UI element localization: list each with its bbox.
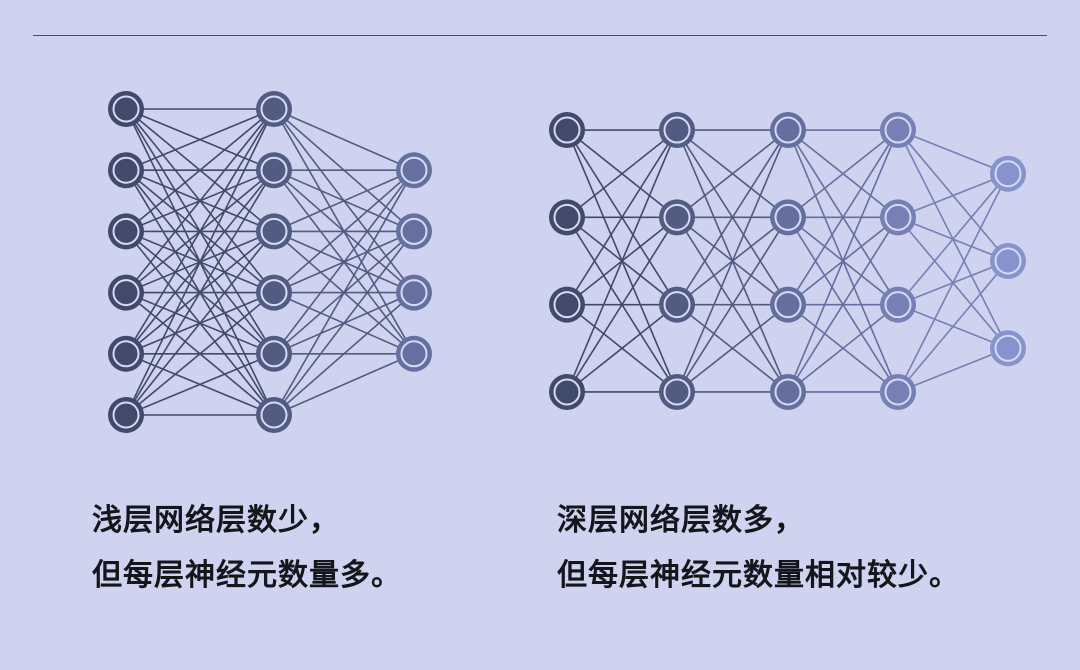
- neuron-node-ring: [400, 156, 428, 184]
- deep-network: [549, 112, 1026, 410]
- deep-caption-line2: 但每层神经元数量相对较少。: [557, 558, 960, 593]
- neuron-node-ring: [112, 156, 140, 184]
- connection-line: [566, 129, 678, 218]
- shallow-network: [108, 91, 432, 433]
- connection-line: [566, 129, 678, 306]
- connection-line: [566, 216, 678, 393]
- neuron-node-ring: [994, 334, 1022, 362]
- connection-line: [787, 216, 899, 393]
- neuron-node-ring: [400, 279, 428, 307]
- connection-line: [273, 291, 415, 416]
- connection-line: [273, 108, 415, 171]
- connection-line: [897, 173, 1009, 306]
- neuron-node-ring: [112, 95, 140, 123]
- neuron-node-ring: [260, 279, 288, 307]
- connection-line: [273, 169, 415, 233]
- neuron-node-ring: [884, 203, 912, 231]
- neuron-node-ring: [112, 217, 140, 245]
- neuron-node-ring: [112, 279, 140, 307]
- neuron-node-ring: [260, 156, 288, 184]
- neuron-node-ring: [884, 378, 912, 406]
- deep-caption-line1: 深层网络层数多，: [557, 503, 805, 538]
- connection-line: [676, 304, 789, 393]
- neuron-node-ring: [260, 217, 288, 245]
- neuron-node-ring: [774, 203, 802, 231]
- neuron-node-ring: [994, 247, 1022, 275]
- connection-line: [273, 353, 415, 416]
- neuron-node-ring: [774, 116, 802, 144]
- connection-line: [125, 169, 275, 416]
- connection-line: [273, 169, 415, 416]
- neuron-node-ring: [260, 95, 288, 123]
- connection-line: [897, 173, 1009, 393]
- neuron-node-ring: [663, 291, 691, 319]
- shallow-caption-line1: 浅层网络层数少，: [92, 503, 340, 538]
- neuron-node-ring: [400, 217, 428, 245]
- neuron-node-ring: [553, 203, 581, 231]
- neuron-node-ring: [112, 340, 140, 368]
- connection-line: [676, 129, 789, 393]
- neuron-node-ring: [553, 116, 581, 144]
- connection-line: [125, 108, 275, 171]
- connection-line: [125, 108, 275, 233]
- connection-line: [676, 129, 789, 306]
- connection-line: [125, 353, 275, 416]
- neuron-node-ring: [884, 116, 912, 144]
- connection-line: [787, 129, 899, 306]
- neuron-node-ring: [884, 291, 912, 319]
- neuron-node-ring: [553, 291, 581, 319]
- connection-line: [676, 129, 789, 218]
- connection-line: [273, 230, 415, 416]
- connection-line: [897, 347, 1009, 393]
- neuron-node-ring: [663, 378, 691, 406]
- connection-line: [125, 291, 275, 416]
- top-divider: [33, 35, 1047, 36]
- connection-line: [676, 216, 789, 393]
- connection-line: [125, 108, 275, 355]
- connection-line: [125, 230, 275, 416]
- connection-line: [787, 129, 899, 218]
- neuron-node-ring: [260, 401, 288, 429]
- neuron-node-ring: [774, 291, 802, 319]
- connection-line: [897, 129, 1009, 175]
- connection-line: [897, 172, 1009, 219]
- neuron-node-ring: [663, 116, 691, 144]
- neuron-node-ring: [663, 203, 691, 231]
- neuron-node-ring: [400, 340, 428, 368]
- connection-line: [787, 304, 899, 393]
- neuron-node-ring: [260, 340, 288, 368]
- connection-line: [787, 129, 899, 393]
- connection-line: [125, 108, 275, 294]
- shallow-caption: 浅层网络层数少， 但每层神经元数量多。: [92, 493, 402, 603]
- connection-line: [566, 129, 678, 393]
- neuron-node-ring: [553, 378, 581, 406]
- neuron-node-ring: [774, 378, 802, 406]
- neuron-node-ring: [112, 401, 140, 429]
- connection-line: [273, 169, 415, 294]
- connection-line: [125, 108, 275, 416]
- shallow-caption-line2: 但每层神经元数量多。: [92, 558, 402, 593]
- connection-line: [273, 169, 415, 355]
- connection-line: [897, 260, 1009, 393]
- connection-line: [566, 304, 678, 393]
- deep-caption: 深层网络层数多， 但每层神经元数量相对较少。: [557, 493, 960, 603]
- neuron-node-ring: [994, 160, 1022, 188]
